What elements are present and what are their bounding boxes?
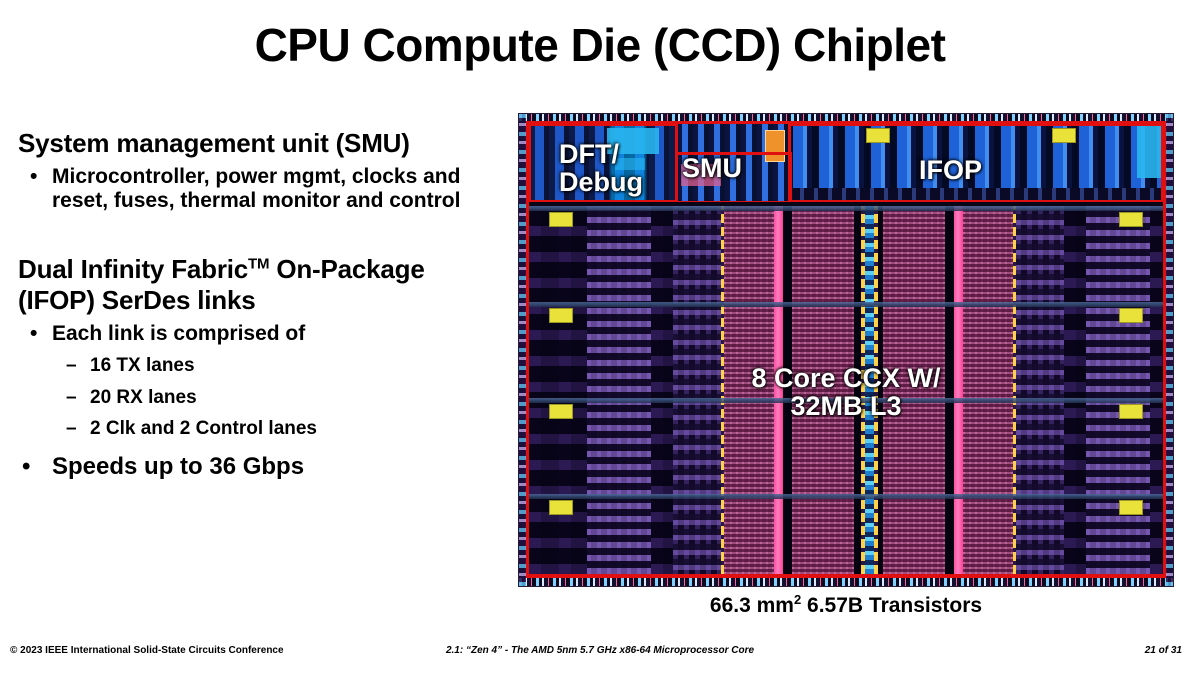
core-row-seam	[529, 398, 1163, 403]
core-cyan-spine	[865, 206, 874, 574]
core-col-array	[1016, 206, 1064, 574]
yellow-pad	[1119, 500, 1143, 515]
die-core-array	[529, 206, 1163, 574]
bullet-link-composition: • Each link is comprised of	[18, 322, 518, 347]
die-region-dft-debug	[529, 124, 677, 202]
die-photo-image: DFT/ Debug SMU IFOP 8 Core CCX W/ 32MB L…	[519, 114, 1173, 586]
yellow-pad	[1119, 212, 1143, 227]
die-label-ccx: 8 Core CCX W/ 32MB L3	[751, 363, 941, 422]
die-region-smu	[677, 124, 790, 202]
l3-pink-rail	[954, 206, 963, 574]
l3-cache-slab	[883, 206, 945, 574]
core-gold-rail	[1013, 206, 1016, 574]
die-photo-figure: DFT/ Debug SMU IFOP 8 Core CCX W/ 32MB L…	[519, 114, 1173, 586]
core-row-seam	[529, 302, 1163, 307]
die-label-ifop: IFOP	[919, 155, 983, 185]
bullet-text: Each link is comprised of	[52, 321, 306, 345]
yellow-pad	[549, 500, 573, 515]
core-gold-rail	[721, 206, 724, 574]
heading-ifop-post: On-Package	[269, 254, 425, 285]
footer-paper-title: 2.1: “Zen 4” - The AMD 5nm 5.7 GHz x86-6…	[445, 645, 755, 656]
core-col-logic	[587, 206, 651, 574]
cyan-block	[607, 128, 659, 154]
ifop-bottom-rail	[790, 188, 1163, 202]
core-row-seam	[529, 494, 1163, 499]
cyan-block	[615, 158, 645, 170]
die-pad-ring-bottom	[519, 578, 1173, 586]
core-black-rail	[878, 206, 883, 574]
core-col-dark	[1064, 206, 1086, 574]
core-col-dark	[529, 206, 587, 574]
yellow-pad	[866, 128, 890, 143]
dash-marker: –	[66, 386, 77, 408]
yellow-pad	[549, 212, 573, 227]
bullet-text: Speeds up to 36 Gbps	[52, 452, 305, 480]
yellow-pad	[1119, 404, 1143, 419]
heading-ifop-pre: Dual Infinity Fabric	[18, 254, 249, 285]
heading-smu: System management unit (SMU)	[18, 128, 410, 158]
core-black-rail	[945, 206, 954, 574]
section-spacer	[18, 214, 518, 254]
core-col-array	[673, 206, 721, 574]
die-caption: 66.3 mm2 6.57B Transistors	[519, 592, 1173, 618]
core-black-rail	[854, 206, 861, 574]
core-black-rail	[783, 206, 792, 574]
footer-copyright: © 2023 IEEE International Solid-State Ci…	[10, 645, 284, 656]
content-left-column: System management unit (SMU) • Microcont…	[18, 128, 518, 481]
sub-bullet-text: 2 Clk and 2 Control lanes	[90, 418, 317, 440]
bullet-marker: •	[22, 452, 31, 480]
die-label-dft-debug: DFT/ Debug	[559, 139, 643, 198]
heading-ifop-line2: (IFOP) SerDes links	[18, 284, 256, 315]
cyan-block	[1137, 124, 1163, 178]
annotation-box-ifop	[788, 124, 1163, 202]
yellow-pad	[1052, 128, 1076, 143]
caption-superscript: 2	[793, 592, 802, 607]
l3-cache-slab	[724, 206, 774, 574]
bullet-smu-1: • Microcontroller, power mgmt, clocks an…	[18, 165, 518, 215]
bullet-speeds: • Speeds up to 36 Gbps	[18, 453, 518, 481]
sub-bullet-rx-lanes: – 20 RX lanes	[56, 387, 518, 409]
core-gold-rail	[861, 206, 865, 574]
magenta-block	[681, 164, 721, 186]
footer-page-number: 21 of 31	[1144, 645, 1182, 656]
trademark-mark: TM	[248, 255, 270, 273]
die-edge-left	[519, 114, 526, 586]
bullet-marker: •	[30, 321, 38, 345]
sub-bullet-text: 20 RX lanes	[90, 386, 197, 408]
die-top-band	[529, 124, 1163, 202]
dash-marker: –	[66, 355, 77, 377]
sub-bullet-list: – 16 TX lanes – 20 RX lanes – 2 Clk and …	[56, 355, 518, 440]
dash-marker: –	[66, 418, 77, 440]
caption-area: 66.3 mm	[709, 594, 794, 617]
slide-footer: © 2023 IEEE International Solid-State Ci…	[0, 633, 1200, 675]
page-title: CPU Compute Die (CCD) Chiplet	[254, 19, 946, 71]
core-col-dark	[651, 206, 673, 574]
yellow-pad	[1119, 308, 1143, 323]
die-label-smu: SMU	[682, 153, 742, 183]
caption-transistors: 6.57B Transistors	[801, 594, 983, 617]
die-pad-ring-top	[519, 114, 1173, 121]
die-edge-right	[1166, 114, 1173, 586]
core-row-seam	[529, 206, 1163, 211]
core-col-dark	[1150, 206, 1163, 574]
die-region-ifop	[790, 124, 1163, 202]
sub-bullet-tx-lanes: – 16 TX lanes	[56, 355, 518, 377]
bullet-marker: •	[30, 164, 38, 188]
l3-pink-rail	[774, 206, 783, 574]
heading-ifop-line1: Dual Infinity FabricTM On-Package	[18, 254, 518, 285]
sub-bullet-clk-control-lanes: – 2 Clk and 2 Control lanes	[56, 418, 518, 440]
bullet-text: Microcontroller, power mgmt, clocks and …	[52, 164, 461, 213]
l3-cache-slab	[792, 206, 854, 574]
yellow-pad	[549, 404, 573, 419]
core-gold-rail	[874, 206, 878, 574]
yellow-pad	[549, 308, 573, 323]
sub-bullet-text: 16 TX lanes	[90, 355, 195, 377]
l3-cache-slab	[963, 206, 1013, 574]
